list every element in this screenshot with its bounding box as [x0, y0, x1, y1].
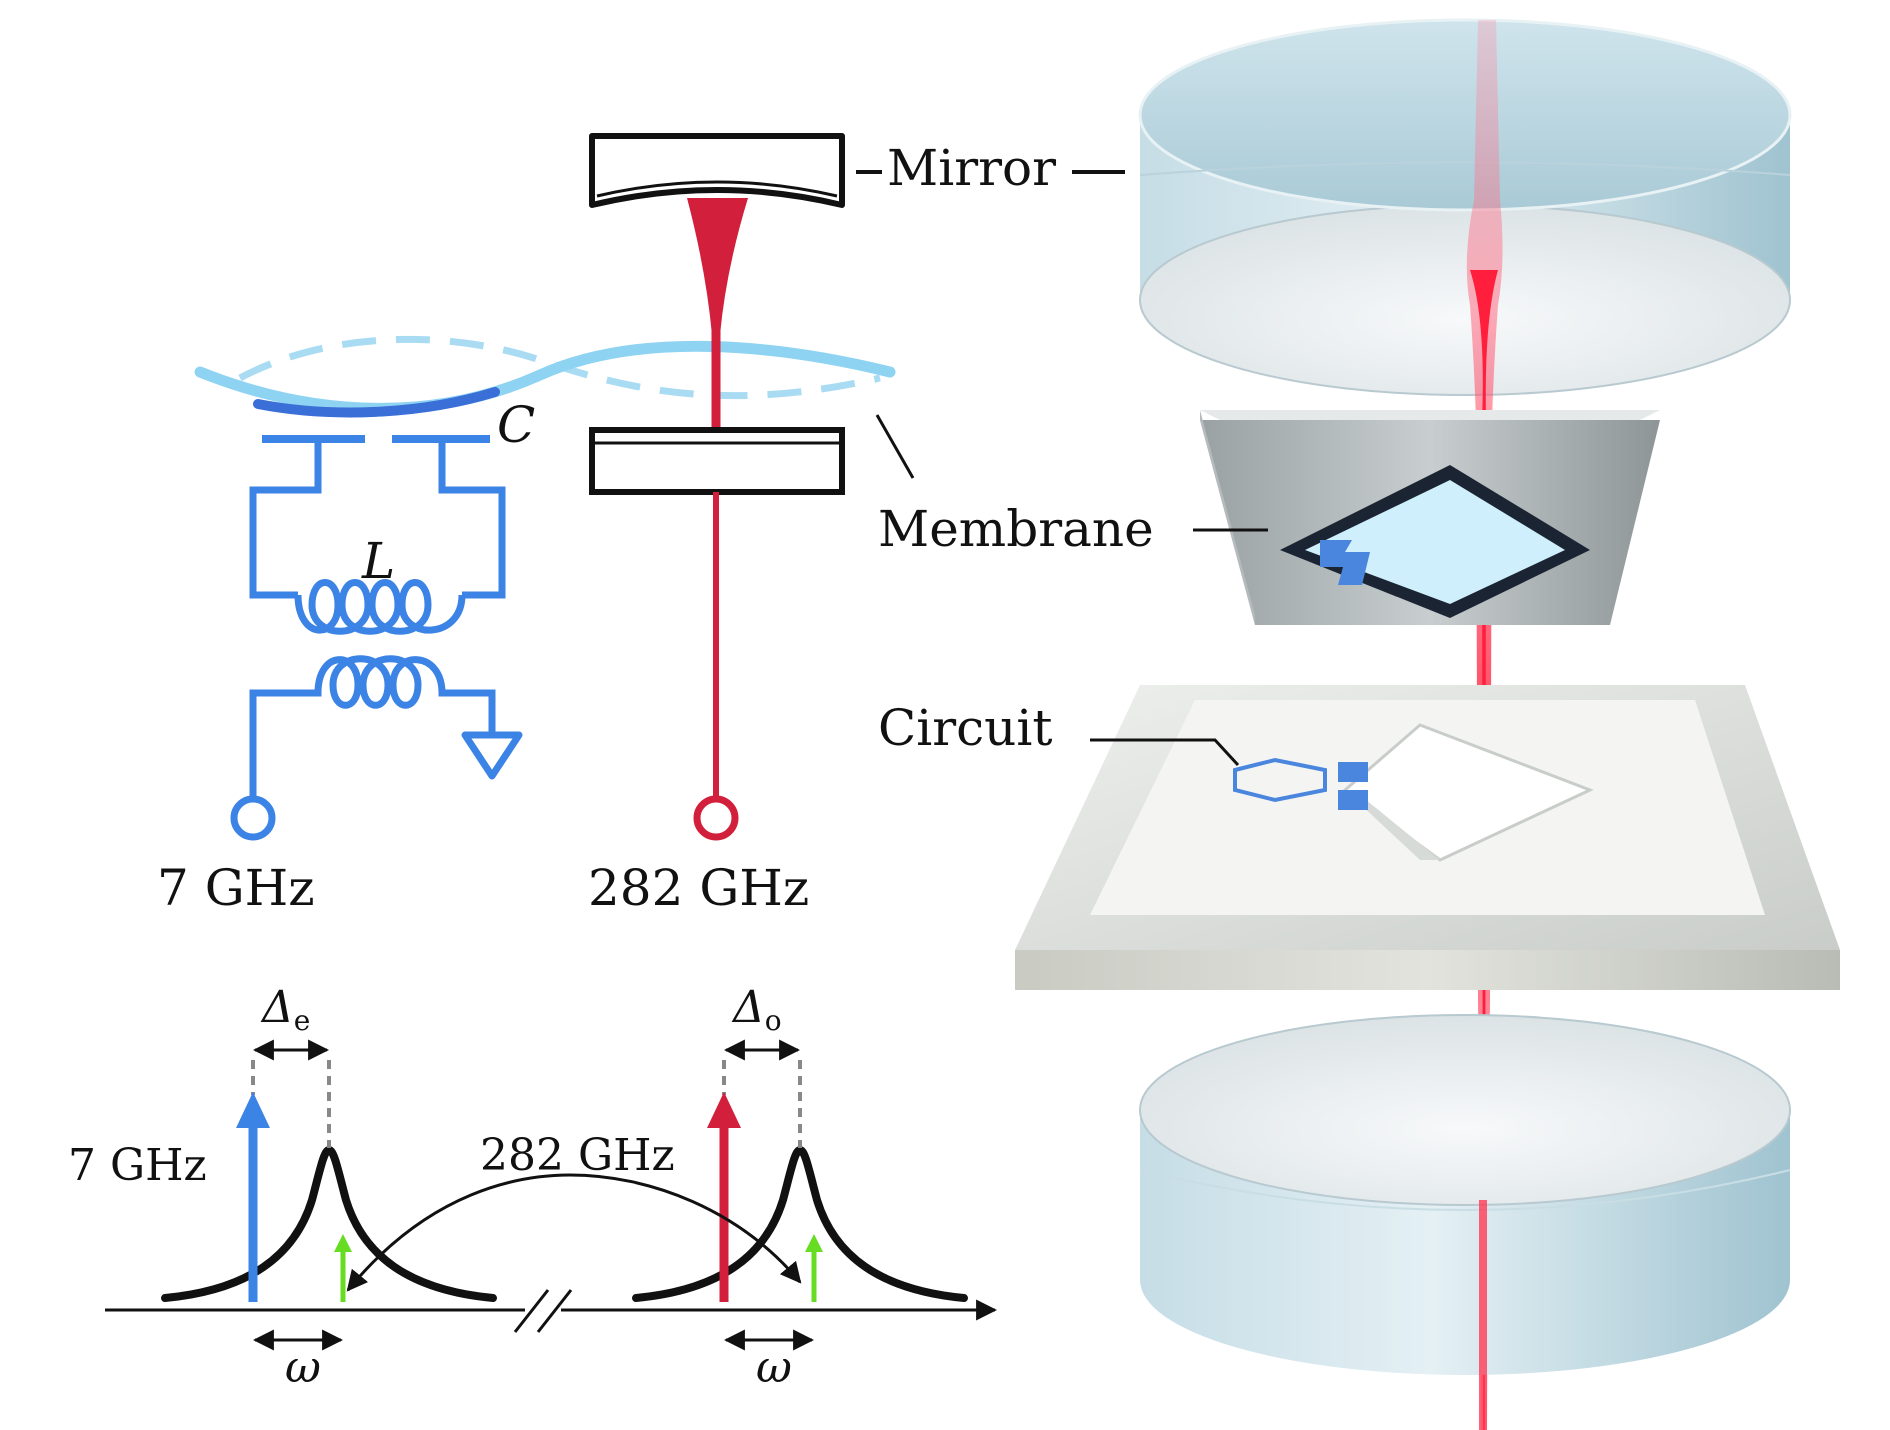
inductor-label: L	[361, 532, 395, 590]
mirror-label: Mirror	[887, 139, 1056, 197]
optical-port-label: 282 GHz	[588, 859, 809, 917]
optical-resonance-curve	[632, 1145, 968, 1302]
ground-symbol	[461, 731, 523, 780]
membrane-chip-render	[1200, 410, 1660, 625]
circuit-loop-render	[1233, 757, 1327, 803]
schematic-mirror-top	[589, 133, 845, 208]
schematic-mirror-top-coating	[596, 180, 838, 198]
bottom-mirror-render	[1139, 1014, 1791, 1430]
circuit-plate-render	[1015, 685, 1840, 990]
microwave-port-label: 7 GHz	[157, 859, 315, 917]
optical-sideband-arrowhead	[805, 1234, 823, 1252]
circuit-label: Circuit	[878, 699, 1052, 757]
capacitor-label: C	[497, 396, 535, 454]
microwave-drive-arrowhead	[236, 1092, 270, 1128]
bottom-mirror-beam	[1479, 1200, 1487, 1430]
schematic-mirror-bottom	[589, 427, 845, 495]
membrane-label: Membrane	[878, 500, 1154, 558]
circuit-pad-lower	[1338, 790, 1368, 810]
detuning-o-label: Δo	[731, 982, 782, 1037]
circuit-pad-upper	[1338, 762, 1368, 782]
axis-break-mark-2	[536, 1289, 573, 1333]
microwave-port	[230, 795, 276, 841]
membrane-electrode-render	[1320, 540, 1370, 585]
conversion-arc	[346, 1173, 802, 1292]
spectrum-optical-label: 282 GHz	[480, 1130, 675, 1181]
inductor-coil-lower	[249, 655, 496, 822]
device-rendering: Mirror Membrane Circuit	[856, 18, 1840, 1430]
axis-break-mark-1	[513, 1289, 550, 1333]
microwave-sideband-arrowhead	[334, 1234, 352, 1252]
microwave-resonance-curve	[161, 1145, 497, 1302]
spectrum-microwave-label: 7 GHz	[68, 1140, 207, 1191]
optical-port	[693, 795, 739, 841]
membrane-electrode	[253, 387, 500, 418]
membrane-window	[1305, 480, 1565, 604]
omega-left-label: ω	[285, 1342, 321, 1393]
detuning-e-label: Δe	[260, 982, 310, 1037]
frequency-spectrum: Δe Δo ω ω 7 GHz 282 GHz	[68, 982, 998, 1393]
inductor-coil-upper	[294, 579, 466, 635]
circuit-schematic: C L 7 GHz	[157, 335, 896, 917]
optical-beam-focus	[687, 198, 748, 335]
top-mirror-render	[1138, 18, 1792, 396]
lc-loop-wire	[249, 439, 506, 599]
membrane-leader-schematic	[875, 414, 915, 479]
membrane-solid-mode	[194, 340, 896, 414]
circuit-leader	[1090, 738, 1240, 767]
omega-right-label: ω	[756, 1342, 792, 1393]
optical-cavity-schematic: 282 GHz	[588, 133, 845, 917]
optical-drive-arrowhead	[707, 1092, 741, 1128]
